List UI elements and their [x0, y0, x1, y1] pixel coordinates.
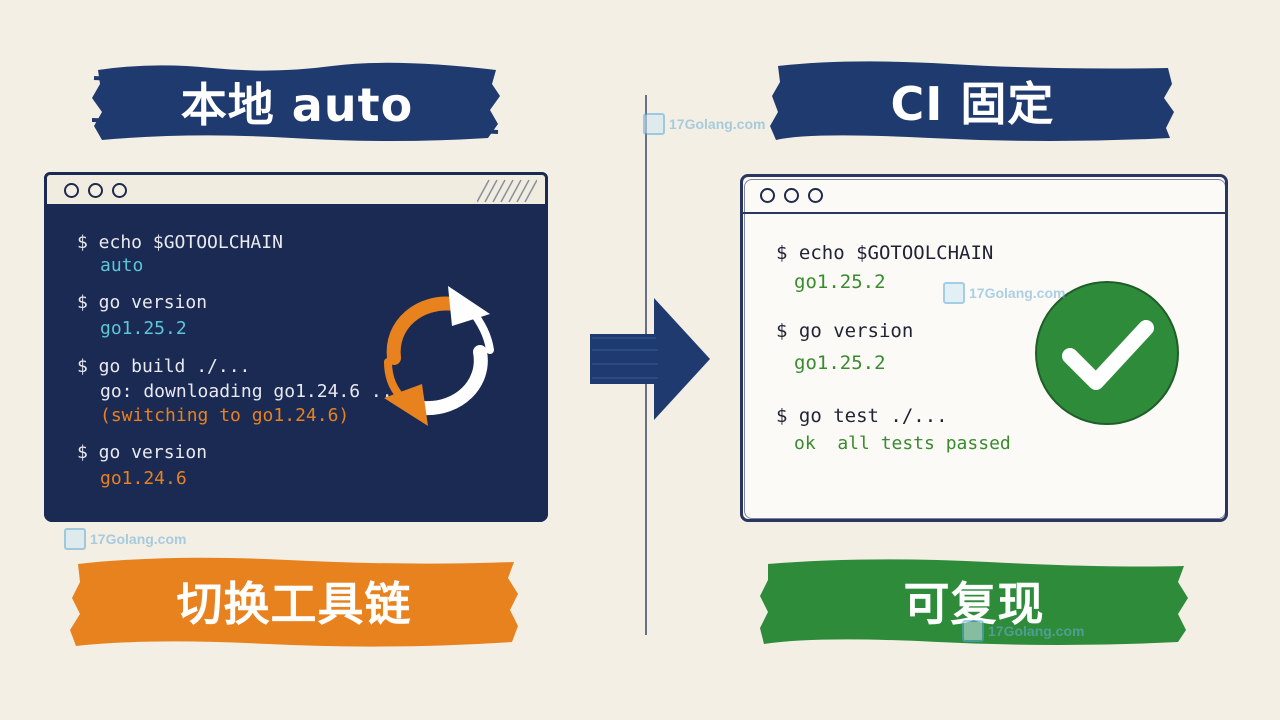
terminal-line: $ go version [77, 442, 208, 463]
window-dot-icon [64, 183, 79, 198]
titlebar-hatching [477, 179, 537, 203]
watermark: 17Golang.com [962, 620, 1084, 642]
terminal-line: go1.25.2 [794, 352, 886, 374]
left-footer: 切换工具链 [176, 577, 412, 631]
terminal-line: $ go version [77, 292, 208, 313]
terminal-line: $ echo $GOTOOLCHAIN [776, 242, 994, 264]
terminal-line: $ echo $GOTOOLCHAIN [77, 232, 283, 253]
terminal-line: go1.24.6 [100, 468, 187, 489]
terminal-line: go1.25.2 [794, 271, 886, 293]
window-dot-icon [784, 188, 799, 203]
left-title: 本地 auto [180, 78, 414, 132]
terminal-line: $ go build ./... [77, 356, 251, 377]
terminal-line: $ go version [776, 320, 914, 342]
left-titlebar [44, 172, 548, 206]
terminal-line: ok all tests passed [794, 433, 1011, 454]
window-dot-icon [88, 183, 103, 198]
window-dot-icon [112, 183, 127, 198]
sync-arrows-icon [384, 286, 494, 426]
right-title: CI 固定 [890, 77, 1055, 131]
terminal-line: go: downloading go1.24.6 ... [100, 381, 404, 402]
watermark-logo-icon [643, 113, 665, 135]
right-footer-banner [760, 559, 1188, 645]
watermark-logo-icon [64, 528, 86, 550]
right-title-banner [770, 61, 1174, 141]
right-terminal-window: $ echo $GOTOOLCHAIN go1.25.2 $ go versio… [740, 174, 1228, 522]
watermark: 17Golang.com [943, 282, 1065, 304]
window-dot-icon [808, 188, 823, 203]
terminal-line: go1.25.2 [100, 318, 187, 339]
right-titlebar [743, 212, 1225, 214]
watermark-logo-icon [962, 620, 984, 642]
watermark: 17Golang.com [64, 528, 186, 550]
check-circle-icon [1035, 281, 1179, 425]
terminal-line: auto [100, 255, 144, 276]
left-terminal-window: $ echo $GOTOOLCHAIN auto $ go version go… [44, 172, 548, 522]
left-title-banner [92, 62, 500, 141]
terminal-line: $ go test ./... [776, 405, 948, 427]
right-terminal-output: $ echo $GOTOOLCHAIN go1.25.2 $ go versio… [740, 174, 1011, 454]
left-footer-banner [70, 557, 518, 647]
window-dot-icon [760, 188, 775, 203]
right-arrow-icon [590, 298, 710, 420]
terminal-line: (switching to go1.24.6) [100, 405, 350, 426]
left-terminal-output: $ echo $GOTOOLCHAIN auto $ go version go… [44, 172, 403, 489]
left-terminal-body [44, 172, 548, 522]
watermark-logo-icon [943, 282, 965, 304]
watermark: 17Golang.com [643, 113, 765, 135]
